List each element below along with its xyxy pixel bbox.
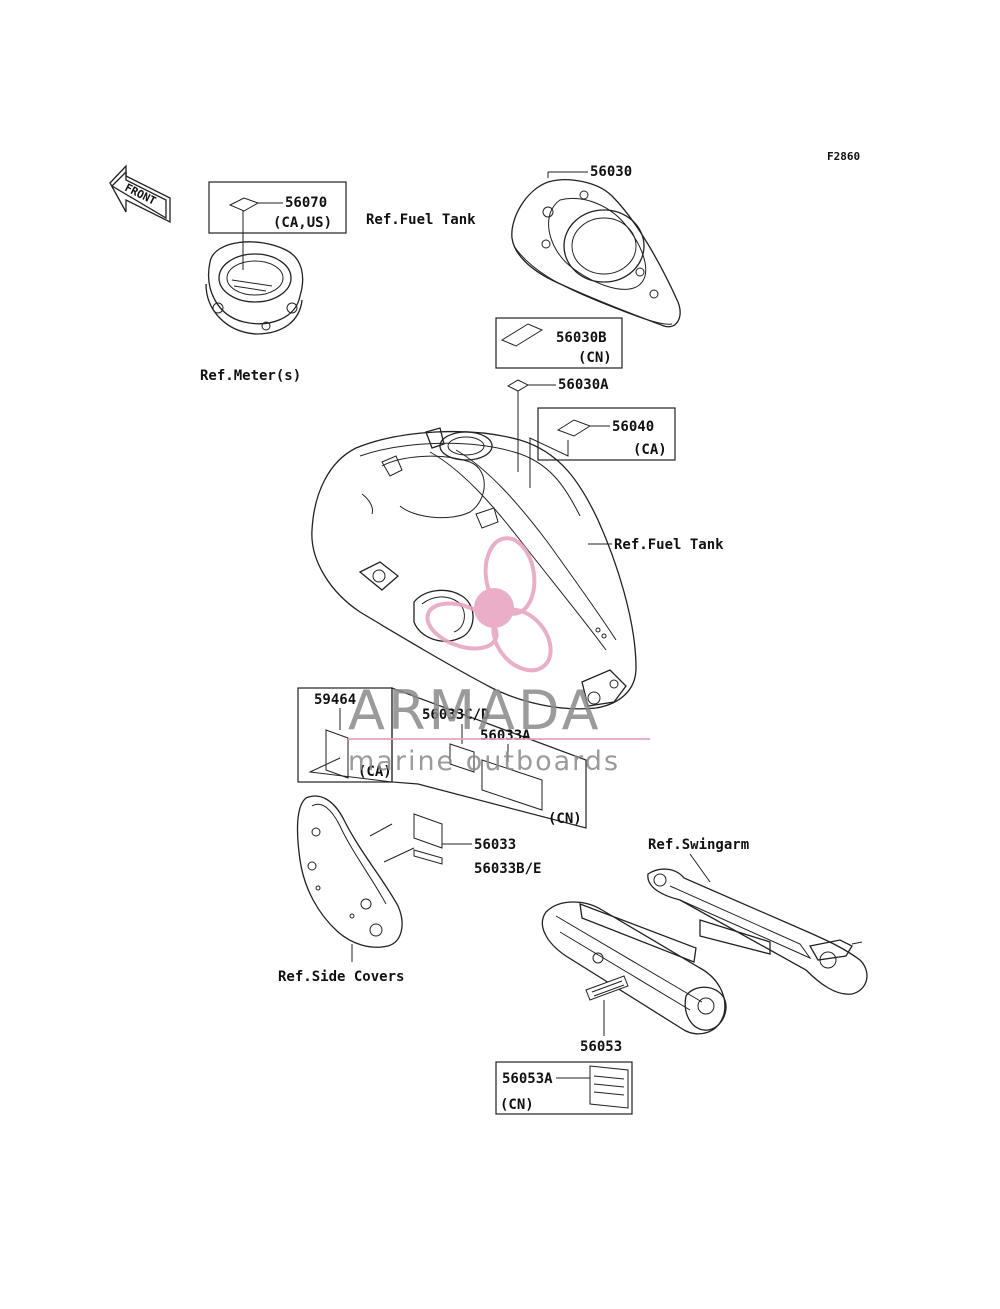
label-56040-note: (CA) <box>633 442 667 458</box>
decal-56030b <box>500 323 544 347</box>
label-56033: 56033 <box>474 837 516 853</box>
label-56070: 56070 <box>285 195 327 211</box>
front-arrow-icon: FRONT <box>109 164 171 224</box>
label-56053a-note: (CN) <box>500 1097 534 1113</box>
label-56040: 56040 <box>612 419 654 435</box>
label-56030: 56030 <box>590 164 632 180</box>
side-cover <box>296 795 403 948</box>
decal-56033cd <box>449 743 475 773</box>
decal-56053 <box>585 975 629 1001</box>
label-59464: 59464 <box>314 692 356 708</box>
decal-56070 <box>228 197 260 212</box>
label-59464-note: (CA) <box>358 764 392 780</box>
ref-fuel-tank-label: Ref.Fuel Tank <box>614 537 724 553</box>
swingarm <box>541 868 868 1035</box>
ref-side-covers-label: Ref.Side Covers <box>278 969 404 985</box>
label-56053a: 56053A <box>502 1071 553 1087</box>
box-56040 <box>537 407 676 461</box>
box-56030b <box>495 317 623 369</box>
label-56033be: 56033B/E <box>474 861 541 877</box>
label-56030a: 56030A <box>558 377 609 393</box>
watermark-logo-icon: ARMADA marine outboards <box>348 536 650 777</box>
fuel-tank <box>311 427 637 710</box>
ref-meters-label: Ref.Meter(s) <box>200 368 301 384</box>
fuel-tank-cover <box>511 179 681 328</box>
meter-housing <box>205 241 304 335</box>
ref-fuel-tank-top-label: Ref.Fuel Tank <box>366 212 476 228</box>
ref-swingarm-label: Ref.Swingarm <box>648 837 749 853</box>
label-56053: 56053 <box>580 1039 622 1055</box>
decal-56033a <box>481 759 543 811</box>
box-56053a <box>495 1061 633 1115</box>
decal-59464 <box>325 729 349 779</box>
figure-code: F2860 <box>827 150 860 163</box>
decal-56033 <box>413 813 443 849</box>
label-56030b: 56030B <box>556 330 607 346</box>
front-label: FRONT <box>123 181 159 208</box>
box-56033a <box>391 687 587 829</box>
decal-56040 <box>556 419 592 437</box>
watermark-tagline: marine outboards <box>348 746 620 777</box>
label-56030b-note: (CN) <box>578 350 612 366</box>
watermark-brand: ARMADA <box>348 679 602 742</box>
decal-56033be <box>413 849 443 865</box>
label-56033cd: 56033C/D <box>422 707 489 723</box>
label-56033a-note: (CN) <box>548 811 582 827</box>
decal-56030a <box>506 379 530 392</box>
box-56070 <box>208 181 347 234</box>
label-56070-note: (CA,US) <box>273 215 332 231</box>
